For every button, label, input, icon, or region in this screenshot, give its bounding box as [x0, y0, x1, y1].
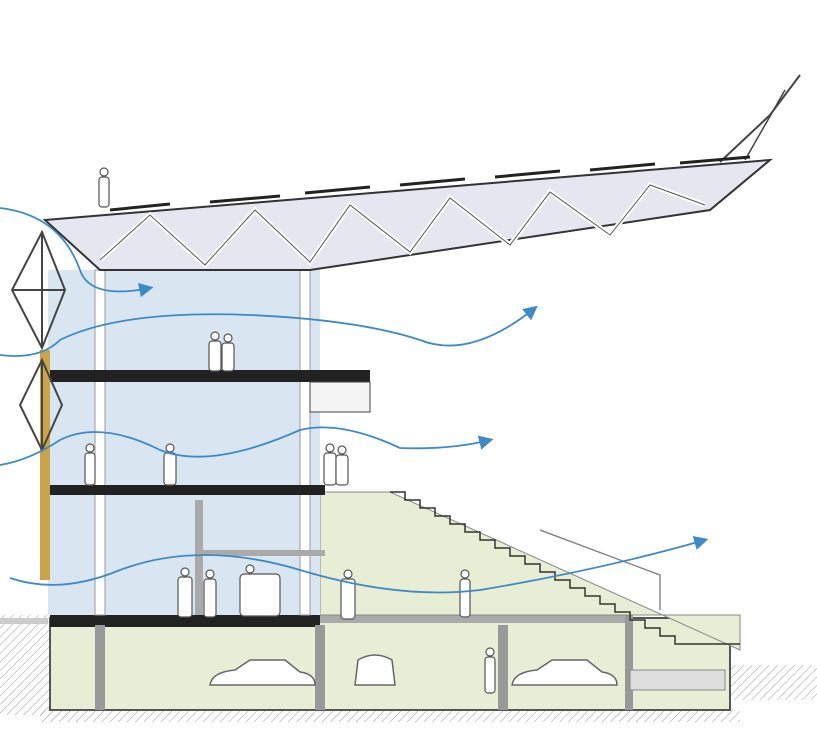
airflow-arrow — [0, 207, 709, 594]
car-silhouette — [209, 654, 618, 686]
cantilever-roof — [42, 74, 801, 271]
person-silhouette — [84, 167, 496, 694]
wind-turbine — [10, 229, 67, 453]
stand-seating — [390, 491, 740, 645]
basement-parking — [49, 615, 731, 711]
floor-slab — [40, 370, 370, 382]
floor-slab — [40, 485, 325, 495]
solar-panel — [109, 155, 751, 212]
ground — [0, 615, 817, 722]
